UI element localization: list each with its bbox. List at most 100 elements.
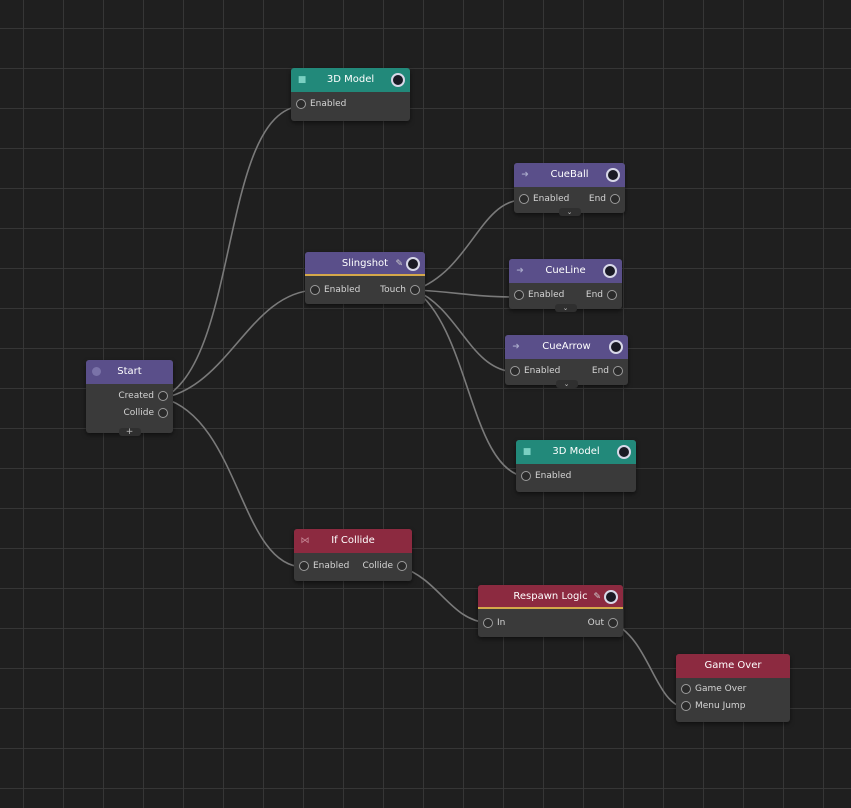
pin-label: Enabled bbox=[310, 99, 347, 109]
edit-icon[interactable]: ✎ bbox=[395, 259, 403, 269]
node-output-port[interactable] bbox=[617, 445, 631, 459]
pin-row: Enabled bbox=[516, 468, 636, 485]
node-header[interactable]: ➜ CueArrow bbox=[505, 335, 628, 359]
output-pin-touch[interactable] bbox=[410, 285, 420, 295]
pin-row: Game Over bbox=[676, 681, 790, 698]
arrow-in-icon: ➜ bbox=[521, 170, 529, 180]
node-title: Slingshot bbox=[341, 258, 389, 269]
pin-row: Enabled Touch bbox=[305, 282, 425, 299]
pin-label: Collide bbox=[123, 408, 154, 418]
wire-slingshot-touch-to-cuearrow bbox=[414, 289, 516, 373]
node-title: Respawn Logic bbox=[513, 591, 588, 602]
input-pin-enabled[interactable] bbox=[310, 285, 320, 295]
pin-row: Enabled bbox=[291, 96, 410, 113]
pin-row: Enabled End bbox=[509, 287, 622, 304]
pin-label: End bbox=[585, 290, 603, 300]
pin-label: In bbox=[497, 618, 506, 628]
input-pin-enabled[interactable] bbox=[514, 290, 524, 300]
output-pin-collide[interactable] bbox=[397, 561, 407, 571]
pin-label: End bbox=[591, 366, 609, 376]
node-respawn-logic[interactable]: Respawn Logic ✎ In Out bbox=[478, 585, 623, 637]
node-cueball[interactable]: ➜ CueBall Enabled End ⌄ bbox=[514, 163, 625, 216]
output-pin-end[interactable] bbox=[613, 366, 623, 376]
node-start[interactable]: Start Created Collide + bbox=[86, 360, 173, 437]
pin-row: Created bbox=[86, 388, 173, 405]
cube-icon: ■ bbox=[522, 447, 532, 457]
node-header[interactable]: Game Over bbox=[676, 654, 790, 678]
expand-chevron-icon[interactable]: ⌄ bbox=[554, 304, 577, 312]
wire-slingshot-touch-to-cueline bbox=[414, 289, 520, 298]
input-pin-enabled[interactable] bbox=[299, 561, 309, 571]
pin-label: Enabled bbox=[324, 285, 361, 295]
node-cuearrow[interactable]: ➜ CueArrow Enabled End ⌄ bbox=[505, 335, 628, 388]
node-if-collide[interactable]: ⋈ If Collide Enabled Collide bbox=[294, 529, 412, 581]
node-header[interactable]: Slingshot ✎ bbox=[305, 252, 425, 276]
input-pin-in[interactable] bbox=[483, 618, 493, 628]
node-header[interactable]: ■ 3D Model bbox=[516, 440, 636, 464]
node-title: Game Over bbox=[704, 660, 762, 671]
node-slingshot[interactable]: Slingshot ✎ Enabled Touch bbox=[305, 252, 425, 304]
arrow-in-icon: ➜ bbox=[516, 266, 524, 276]
output-pin-created[interactable] bbox=[158, 391, 168, 401]
pin-label: Enabled bbox=[533, 194, 570, 204]
edit-icon[interactable]: ✎ bbox=[593, 592, 601, 602]
pin-label: Enabled bbox=[528, 290, 565, 300]
pin-label: Enabled bbox=[524, 366, 561, 376]
output-pin-end[interactable] bbox=[607, 290, 617, 300]
node-3d-model-top[interactable]: ■ 3D Model Enabled bbox=[291, 68, 410, 121]
pin-label: Created bbox=[118, 391, 154, 401]
wire-slingshot-touch-to-cueball bbox=[414, 199, 522, 291]
pin-row: Enabled Collide bbox=[294, 558, 412, 575]
pin-row: In Out bbox=[478, 615, 623, 632]
node-output-port[interactable] bbox=[406, 257, 420, 271]
node-header[interactable]: Respawn Logic ✎ bbox=[478, 585, 623, 609]
pin-row: Enabled End bbox=[514, 191, 625, 208]
node-output-port[interactable] bbox=[606, 168, 620, 182]
input-pin-enabled[interactable] bbox=[519, 194, 529, 204]
output-pin-end[interactable] bbox=[610, 194, 620, 204]
node-game-over[interactable]: Game Over Game Over Menu Jump bbox=[676, 654, 790, 722]
pin-label: Touch bbox=[380, 285, 406, 295]
node-header[interactable]: ➜ CueBall bbox=[514, 163, 625, 187]
node-output-port[interactable] bbox=[391, 73, 405, 87]
wire-start-created-to-model-top bbox=[162, 105, 303, 399]
node-cueline[interactable]: ➜ CueLine Enabled End ⌄ bbox=[509, 259, 622, 312]
pin-row: Enabled End bbox=[505, 363, 628, 380]
input-pin-enabled[interactable] bbox=[510, 366, 520, 376]
node-title: If Collide bbox=[331, 535, 375, 546]
node-header[interactable]: Start bbox=[86, 360, 173, 384]
arrow-in-icon: ➜ bbox=[512, 342, 520, 352]
input-pin-enabled[interactable] bbox=[521, 471, 531, 481]
wire-start-created-to-ifcollide bbox=[162, 397, 304, 568]
node-header[interactable]: ⋈ If Collide bbox=[294, 529, 412, 553]
pin-label: Enabled bbox=[535, 471, 572, 481]
node-header[interactable]: ■ 3D Model bbox=[291, 68, 410, 92]
output-pin-collide[interactable] bbox=[158, 408, 168, 418]
expand-chevron-icon[interactable]: ⌄ bbox=[558, 208, 581, 216]
input-pin-game-over[interactable] bbox=[681, 684, 691, 694]
pin-label: Collide bbox=[362, 561, 393, 571]
node-3d-model-mid[interactable]: ■ 3D Model Enabled bbox=[516, 440, 636, 492]
wire-start-created-to-slingshot bbox=[162, 289, 317, 399]
node-title: Start bbox=[117, 366, 142, 377]
node-header[interactable]: ➜ CueLine bbox=[509, 259, 622, 283]
split-icon: ⋈ bbox=[300, 536, 310, 546]
node-output-port[interactable] bbox=[609, 340, 623, 354]
node-output-port[interactable] bbox=[603, 264, 617, 278]
expand-chevron-icon[interactable]: ⌄ bbox=[555, 380, 578, 388]
add-output-button[interactable]: + bbox=[118, 428, 141, 437]
node-output-port[interactable] bbox=[604, 590, 618, 604]
input-pin-enabled[interactable] bbox=[296, 99, 306, 109]
output-pin-out[interactable] bbox=[608, 618, 618, 628]
pin-label: Enabled bbox=[313, 561, 350, 571]
node-title: 3D Model bbox=[552, 446, 600, 457]
pin-row: Collide bbox=[86, 405, 173, 422]
input-pin-menu-jump[interactable] bbox=[681, 701, 691, 711]
pin-label: Menu Jump bbox=[695, 701, 746, 711]
wire-slingshot-touch-to-model-mid bbox=[414, 289, 527, 478]
pin-label: Out bbox=[587, 618, 604, 628]
play-icon bbox=[92, 367, 101, 376]
node-title: CueArrow bbox=[542, 341, 591, 352]
